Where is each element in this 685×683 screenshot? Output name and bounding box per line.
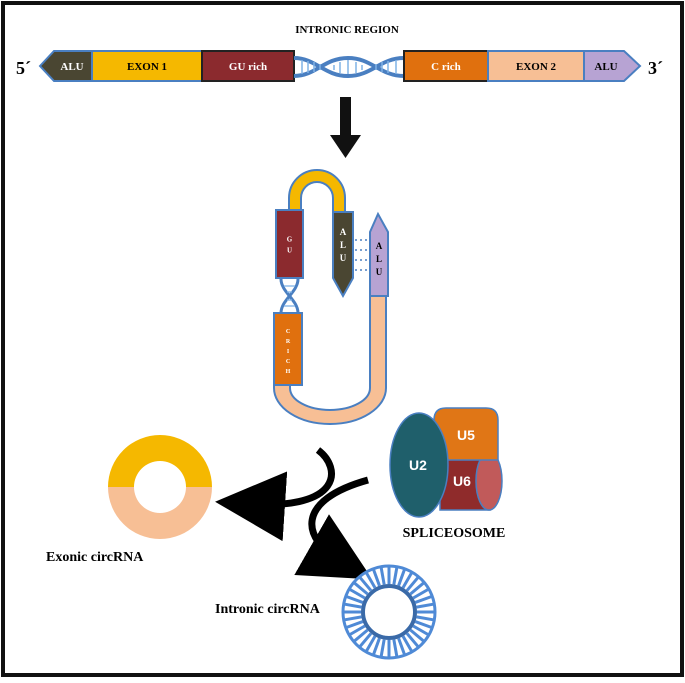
- intronic-spoke: [365, 572, 377, 589]
- intronic-spoke: [365, 635, 377, 652]
- intronic-spoke: [372, 637, 381, 655]
- intronic-spoke: [409, 581, 425, 596]
- intronic-spoke: [401, 572, 413, 589]
- intronic-spoke: [349, 588, 366, 600]
- c-rich-label: C rich: [431, 61, 461, 73]
- intronic-spoke: [353, 628, 369, 643]
- spliceosome-title: SPLICEOSOME: [403, 526, 506, 541]
- intronic-spoke: [409, 628, 425, 643]
- intronic-helix: [293, 55, 405, 79]
- exon1-loop-arc: [288, 169, 346, 217]
- intronic-spoke: [358, 576, 373, 592]
- intronic-circrna-label: Intronic circRNA: [215, 602, 321, 617]
- alu-right-segment: [583, 50, 642, 82]
- intronic-spoke: [358, 632, 373, 648]
- alu-left-label: ALU: [60, 61, 83, 73]
- arrow-to-exonic: [215, 447, 335, 542]
- intronic-region-label: INTRONIC REGION: [295, 24, 399, 36]
- three-prime-label: 3´: [648, 58, 663, 78]
- exon2-loop-u: [273, 295, 387, 425]
- hairpin-alu-outer: [369, 211, 389, 297]
- intronic-spoke: [379, 639, 386, 657]
- intronic-spoke: [405, 632, 420, 648]
- exonic-circrna-label: Exonic circRNA: [46, 550, 144, 565]
- u6-label: U6: [453, 473, 471, 489]
- c-rich-segment: [403, 50, 489, 82]
- intronic-spoke: [397, 569, 406, 587]
- intronic-spoke: [414, 620, 432, 629]
- exonic-circrna: [108, 435, 212, 539]
- intronic-spoke: [349, 624, 366, 636]
- intronic-spoke: [392, 567, 399, 585]
- u2-body: [389, 412, 449, 518]
- exon1-label: EXON 1: [127, 61, 167, 73]
- intronic-spoke: [405, 576, 420, 592]
- exonic-ring-peach: [108, 487, 212, 539]
- intronic-spoke: [416, 602, 434, 609]
- exon1-segment: [91, 50, 203, 82]
- gu-rich-label: GU rich: [229, 61, 267, 73]
- intronic-circrna: [341, 564, 437, 660]
- intronic-spoke: [379, 567, 386, 585]
- hairpin-alu-inner: [332, 211, 354, 299]
- intronic-spoke: [412, 624, 429, 636]
- intronic-spoke: [344, 615, 362, 622]
- exonic-ring-gold: [108, 435, 212, 487]
- intronic-spoke: [353, 581, 369, 596]
- intronic-spoke: [412, 588, 429, 600]
- u5-label: U5: [457, 427, 475, 443]
- intronic-spoke: [416, 615, 434, 622]
- intronic-spoke: [346, 620, 364, 629]
- alu-right-label: ALU: [594, 61, 617, 73]
- arrow-to-intronic: [294, 476, 373, 580]
- five-prime-label: 5´: [16, 58, 31, 78]
- u5-body: [433, 407, 499, 461]
- gu-rich-segment: [201, 50, 295, 82]
- hairpin-c-rich-box: [273, 312, 303, 386]
- exon2-label: EXON 2: [516, 61, 557, 73]
- intronic-spoke: [346, 595, 364, 604]
- intronic-spoke: [372, 569, 381, 587]
- spliceosome: U6 U5 U2 SPLICEOSOME: [389, 407, 506, 541]
- hairpin-gu-box: [275, 209, 304, 279]
- intronic-spoke: [401, 635, 413, 652]
- intronic-spoke: [344, 602, 362, 609]
- exon2-segment: [487, 50, 585, 82]
- intronic-spoke: [397, 637, 406, 655]
- intronic-spoke: [414, 595, 432, 604]
- hairpin-helix: [279, 278, 300, 314]
- u2-label: U2: [409, 457, 427, 473]
- intronic-spoke: [392, 639, 399, 657]
- split-arrows: [215, 447, 373, 580]
- down-arrow-icon: [330, 97, 361, 158]
